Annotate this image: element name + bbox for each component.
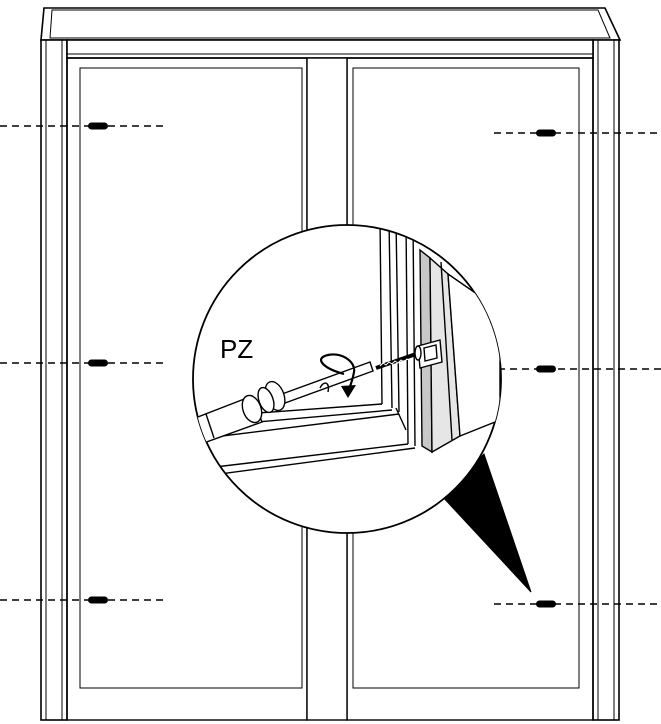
detail-screw — [375, 345, 422, 370]
screw-icon — [536, 365, 556, 373]
frame-left-jamb — [40, 39, 68, 721]
fixing-point-left-middle — [0, 359, 168, 367]
fixing-points — [0, 122, 661, 608]
fixing-point-right-middle — [498, 365, 661, 373]
screwdriver-icon — [193, 361, 374, 449]
fixing-point-left-top — [0, 122, 168, 130]
screw-icon — [88, 122, 108, 130]
door-frame — [40, 7, 622, 721]
fixing-point-right-bottom — [494, 600, 661, 608]
screw-icon — [536, 600, 556, 608]
frame-lintel — [66, 39, 594, 59]
mounting-clip-icon — [417, 339, 443, 369]
screw-icon — [536, 129, 556, 137]
fixing-point-right-top — [494, 129, 661, 137]
frame-header-inner — [49, 9, 611, 39]
frame-right-jamb — [592, 39, 620, 721]
detail-label: PZ — [220, 334, 253, 364]
rotation-arrow-icon — [319, 353, 356, 398]
screw-icon — [88, 359, 108, 367]
screw-icon — [88, 596, 108, 604]
fixing-point-left-bottom — [0, 596, 168, 604]
frame-header — [40, 7, 622, 41]
